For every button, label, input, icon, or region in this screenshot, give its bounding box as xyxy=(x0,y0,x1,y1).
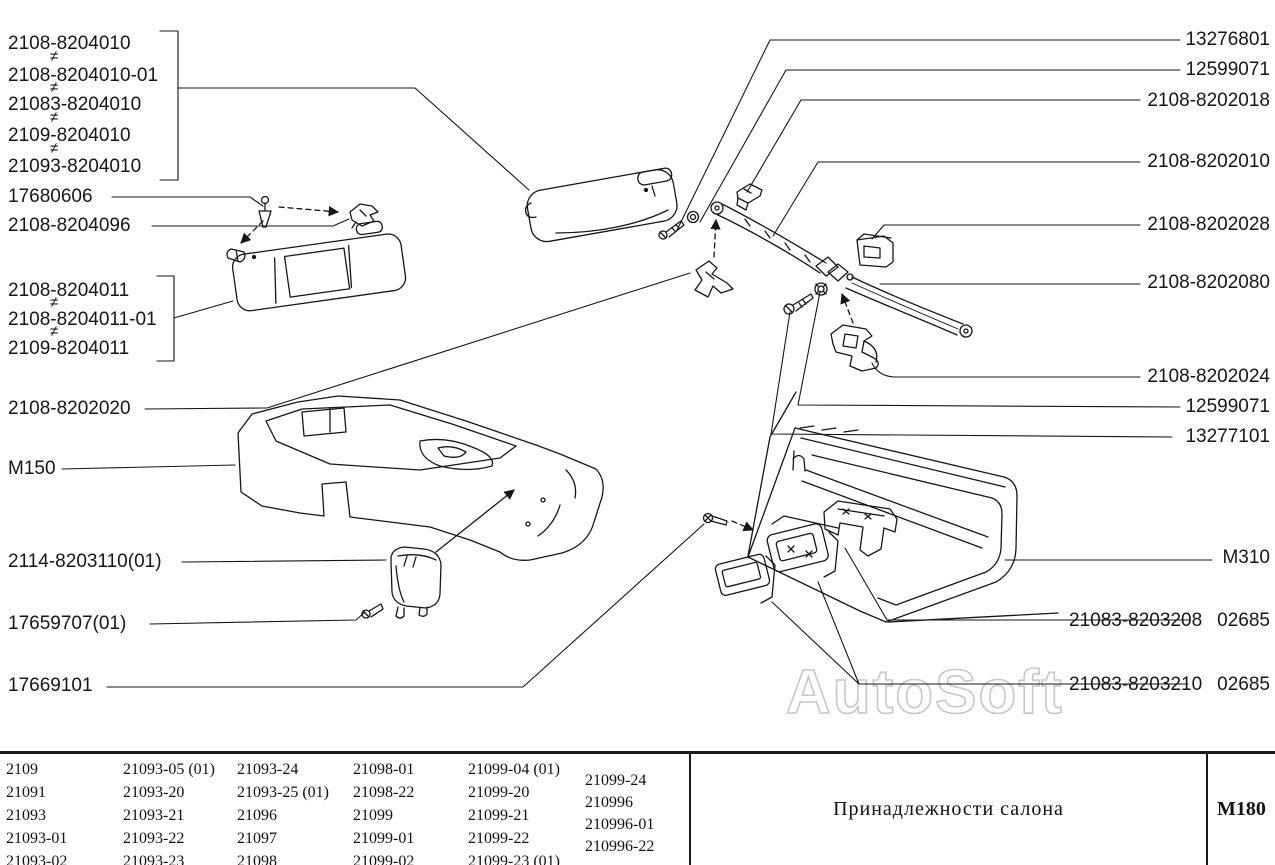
page-code: М180 xyxy=(1217,798,1266,820)
callout-handle-bracket-upper: 2108-8202028 xyxy=(1147,214,1270,235)
applicability-code: 02685 xyxy=(1217,674,1270,695)
callout-hole-plug: 2108-8202020 xyxy=(8,398,131,419)
door-ashtray-bracket-part xyxy=(823,500,898,557)
table-cell: 21093-05 (01) xyxy=(123,761,215,778)
table-cell: 21093-20 xyxy=(123,784,185,801)
callout-door-ashtray-screw: 17669101 xyxy=(8,675,93,696)
callout-nut: 12599071 xyxy=(1185,396,1270,417)
table-cell: 21093-01 xyxy=(6,830,68,847)
sun-visor-left xyxy=(226,220,407,312)
not-equal-symbol: ≠ xyxy=(50,294,59,311)
table-cell: 210996-22 xyxy=(585,838,655,855)
callout-visor-right-3: 21083-8204010 xyxy=(8,94,142,115)
door-ashtray-insert-part xyxy=(714,553,776,604)
sun-visor-right xyxy=(524,167,678,243)
table-cell: 21099-02 xyxy=(353,853,415,865)
handle-bracket-upper-part xyxy=(856,233,894,268)
table-cell: 21093 xyxy=(6,807,46,824)
grommet-part xyxy=(686,210,700,224)
assembly-arrows xyxy=(240,206,854,553)
not-equal-symbol: ≠ xyxy=(50,79,59,96)
assist-handle-rear-part xyxy=(845,276,973,338)
bracket-visor-left-group xyxy=(156,275,175,362)
table-cell: 21096 xyxy=(237,807,277,824)
callout-console-ashtray-screw: 17659707(01) xyxy=(8,613,127,634)
door-panel-part xyxy=(747,391,1059,623)
leader-lines xyxy=(61,30,1213,688)
door-ashtray-housing-part xyxy=(766,515,839,578)
callout-visor-left-1: 2108-8204011 xyxy=(8,280,130,301)
not-equal-symbol: ≠ xyxy=(50,323,59,340)
handle-bracket-lower-part xyxy=(830,324,879,372)
table-cell: 21098 xyxy=(237,853,277,865)
callout-door-ashtray-bracket: 21083-8203208 02685 xyxy=(1069,610,1270,632)
table-cell: 21099-20 xyxy=(468,784,530,801)
callout-visor-left-3: 2109-8204011 xyxy=(8,338,130,359)
callout-door-panel: M310 xyxy=(1222,547,1270,568)
handle-clip-part xyxy=(736,183,763,211)
table-cell: 210996 xyxy=(585,794,633,811)
console-ashtray-screw-part xyxy=(361,603,384,619)
table-cell: 21099 xyxy=(353,807,393,824)
center-console-part xyxy=(237,395,604,561)
callout-handle-clip: 2108-8202018 xyxy=(1147,90,1270,111)
nut-part xyxy=(814,282,828,296)
callout-bolt: 13277101 xyxy=(1185,426,1270,447)
callout-visor-right-1: 2108-8204010 xyxy=(8,33,131,54)
callout-assist-handle-front: 2108-8202010 xyxy=(1147,151,1270,172)
callout-visor-screw: 17680606 xyxy=(8,186,93,207)
table-cell: 21099-22 xyxy=(468,830,530,847)
callout-visor-hook: 2108-8204096 xyxy=(8,215,131,236)
not-equal-symbol: ≠ xyxy=(50,140,59,157)
callout-visor-pivot-screw: 13276801 xyxy=(1185,29,1270,50)
callout-handle-bracket-lower: 2108-8202024 xyxy=(1147,366,1270,387)
callout-grommet: 12599071 xyxy=(1185,59,1270,80)
table-cell: 21097 xyxy=(237,830,277,847)
callout-visor-right-5: 21093-8204010 xyxy=(8,156,142,177)
table-cell: 210996-01 xyxy=(585,816,655,833)
table-cell: 21093-02 xyxy=(6,853,68,865)
hole-plug-part xyxy=(694,260,734,298)
bracket-visor-right-group xyxy=(159,30,179,181)
applicability-code: 02685 xyxy=(1217,610,1270,631)
table-cell: 21093-25 (01) xyxy=(237,784,329,801)
table-cell: 21098-22 xyxy=(353,784,415,801)
table-cell: 21091 xyxy=(6,784,46,801)
callout-visor-left-2: 2108-8204011-01 xyxy=(8,309,157,330)
table-cell: 21093-23 xyxy=(123,853,185,865)
callout-console: M150 xyxy=(8,458,56,479)
table-cell: 21093-21 xyxy=(123,807,185,824)
callout-door-ashtray: 21083-8203210 02685 xyxy=(1069,674,1270,696)
visor-hook-part xyxy=(349,203,379,229)
callout-assist-handle-rear: 2108-8202080 xyxy=(1147,272,1270,293)
table-cell: 21099-24 xyxy=(585,772,647,789)
table-cell: 2109 xyxy=(6,761,38,778)
table-divider xyxy=(1206,754,1208,865)
table-cell: 21098-01 xyxy=(353,761,415,778)
table-divider xyxy=(689,754,691,865)
part-number: 21083-8203210 xyxy=(1069,674,1203,695)
table-cell: 21099-23 (01) xyxy=(468,853,560,865)
table-cell: 21099-04 (01) xyxy=(468,761,560,778)
assist-handle-front-part xyxy=(710,201,827,274)
not-equal-symbol: ≠ xyxy=(50,109,59,126)
table-cell: 21093-22 xyxy=(123,830,185,847)
visor-pivot-screw-part xyxy=(658,220,685,240)
table-cell: 21099-01 xyxy=(353,830,415,847)
applicability-table: 2109 21091 21093 21093-01 21093-02 21093… xyxy=(0,751,1275,865)
callout-visor-right-2: 2108-8204010-01 xyxy=(8,65,159,86)
not-equal-symbol: ≠ xyxy=(50,48,59,65)
door-ashtray-screw-part xyxy=(702,512,728,526)
callout-visor-right-4: 2109-8204010 xyxy=(8,125,131,146)
table-cell: 21093-24 xyxy=(237,761,299,778)
table-cell: 21099-21 xyxy=(468,807,530,824)
console-ashtray-part xyxy=(390,546,442,619)
bolt-part xyxy=(783,293,814,315)
watermark-text: AutoSoft xyxy=(786,658,1064,727)
table-caption: Принадлежности салона xyxy=(833,798,1064,820)
part-number: 21083-8203208 xyxy=(1069,610,1203,631)
callout-console-ashtray: 2114-8203110(01) xyxy=(8,551,162,572)
